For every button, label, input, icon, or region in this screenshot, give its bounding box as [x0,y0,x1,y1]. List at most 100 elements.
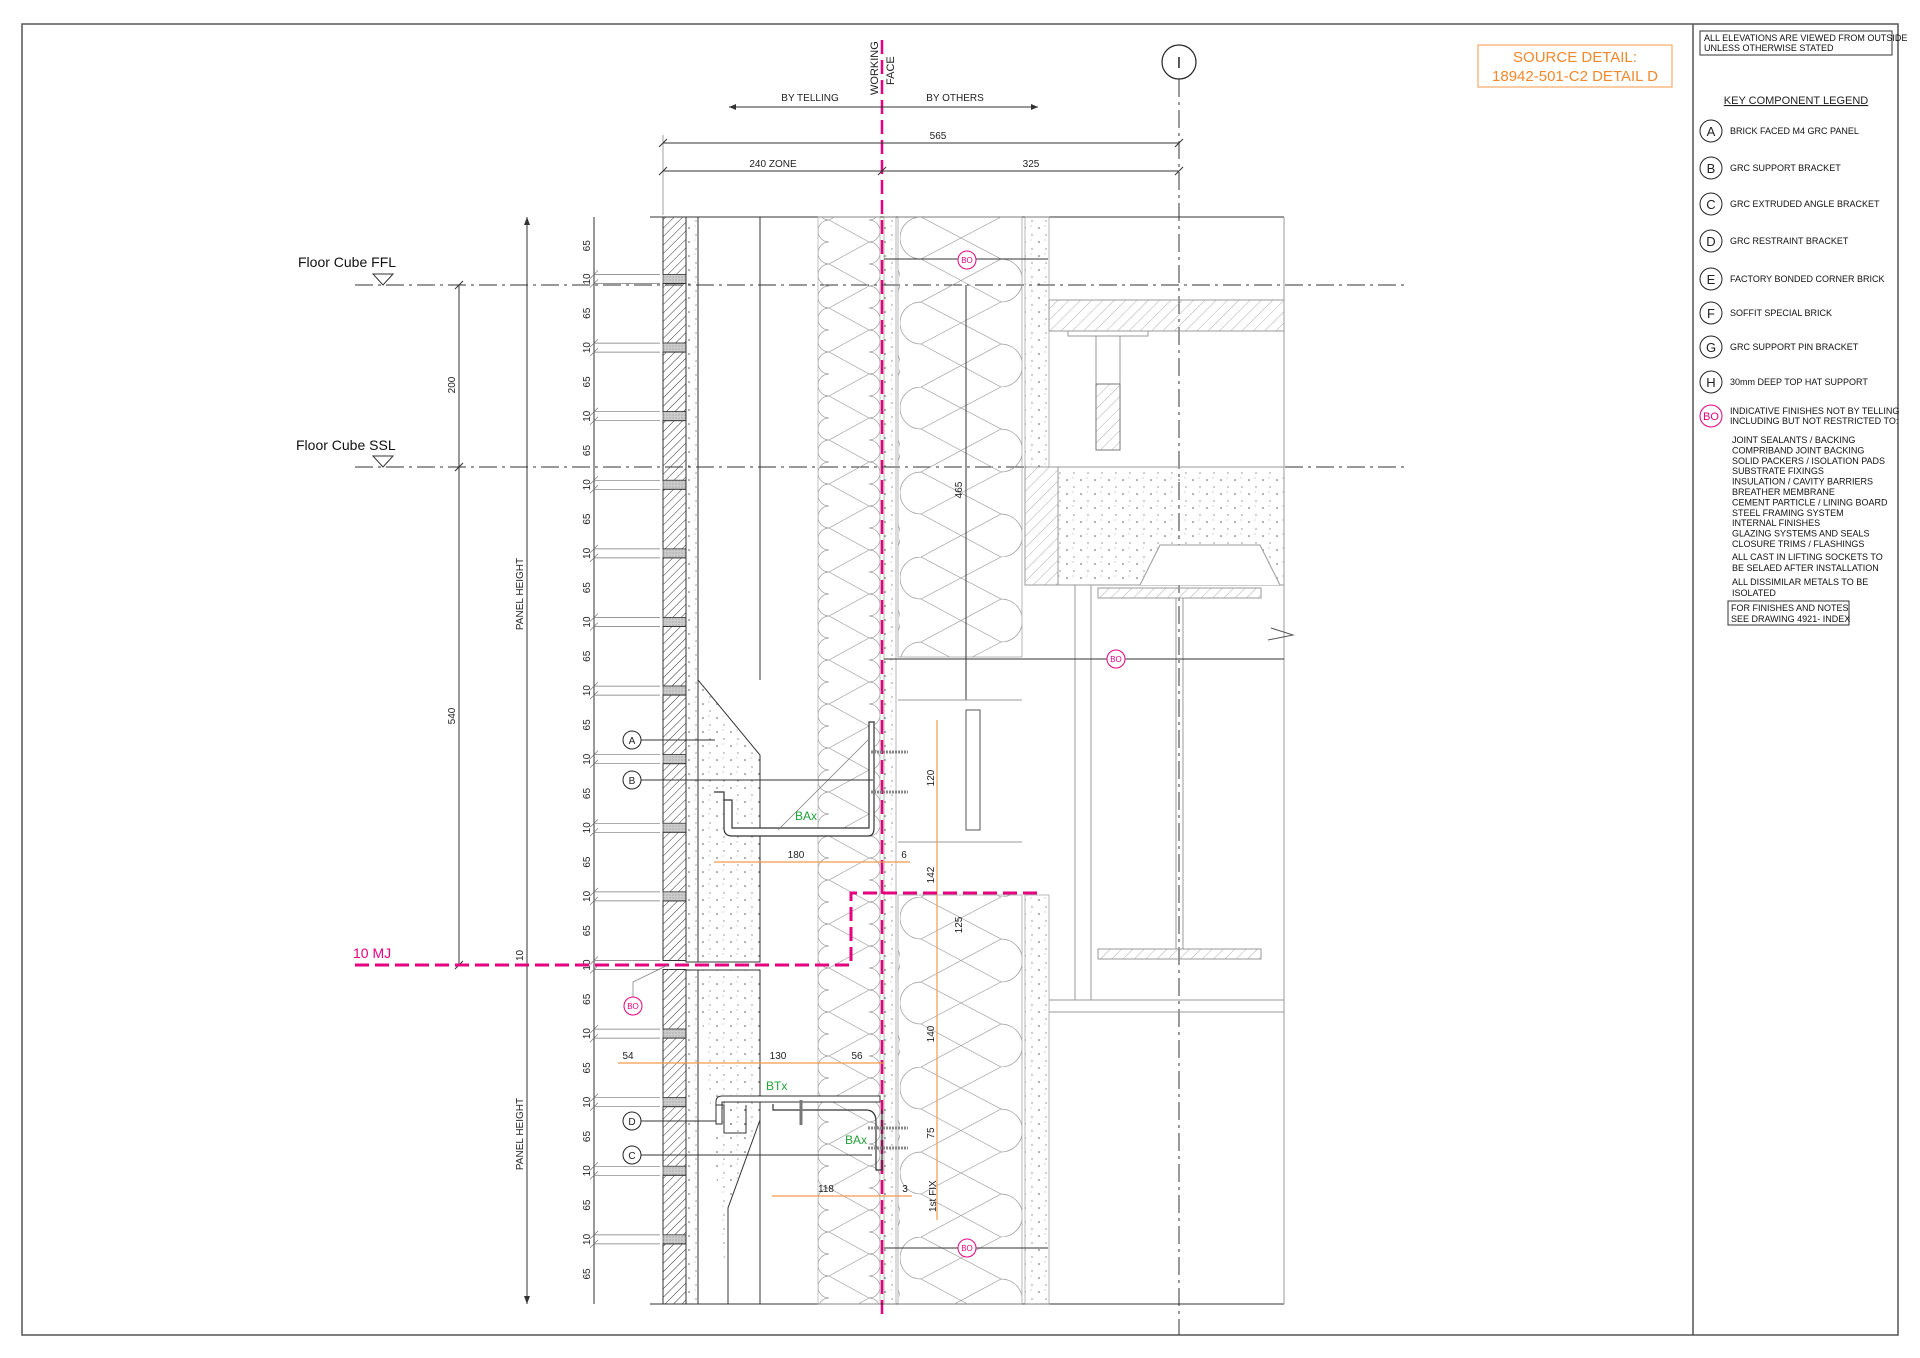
legend-label: GRC RESTRAINT BRACKET [1730,236,1849,246]
callout-b: B [622,770,873,790]
dim-120: 120 [926,769,937,786]
dim-130: 130 [770,1051,787,1062]
restraint-bracket-lower: BTx BAx [715,1079,908,1171]
course-extension-lines [589,1093,660,1111]
legend-label: 30mm DEEP TOP HAT SUPPORT [1730,377,1868,387]
brick [662,351,687,413]
finish-item: CLOSURE TRIMS / FLASHINGS [1732,539,1864,549]
course-dim-brick: 65 [582,582,593,594]
brick [662,488,687,550]
course-dim-brick: 65 [582,856,593,868]
working-face-line1: WORKING [869,41,881,95]
callout-bo-bottom: BO [884,1238,1048,1258]
course-dim-joint: 10 [582,342,593,354]
brick [662,1174,687,1236]
dim-540: 540 [447,707,458,724]
course-dim-joint: 10 [582,685,593,697]
level-ffl: Floor Cube FFL [298,254,1408,286]
course-dim-joint: 10 [582,547,593,559]
legend-label: GRC SUPPORT BRACKET [1730,163,1841,173]
course-extension-lines [589,338,660,357]
legend-bo-line2: INCLUDING BUT NOT RESTRICTED TO: [1730,416,1898,426]
brick [662,420,687,481]
by-telling-label: BY TELLING [781,93,839,104]
course-extension-lines [589,1162,660,1180]
legend-key: F [1707,306,1715,321]
course-extension-lines [589,819,660,837]
legend-panel: ALL ELEVATIONS ARE VIEWED FROM OUTSIDE U… [1699,30,1907,626]
source-detail-line1: SOURCE DETAIL: [1513,49,1637,66]
callout-c: C [622,1145,872,1165]
source-detail-line2: 18942-501-C2 DETAIL D [1492,68,1658,85]
mortar-joint [662,754,687,765]
course-extension-lines [589,407,660,425]
movement-joint-label: 10 MJ [353,945,391,961]
by-others-label: BY OTHERS [926,93,984,104]
brick [662,283,687,344]
brick [662,831,687,893]
course-dim-brick: 65 [582,650,593,662]
dim-1st-fix: 1st FIX [928,1180,939,1212]
legend-label: GRC EXTRUDED ANGLE BRACKET [1730,199,1880,209]
dim-6: 6 [901,850,907,861]
course-dim-brick: 65 [582,1131,593,1143]
legend-key: A [1707,124,1716,139]
course-dim-brick: 65 [582,993,593,1005]
legend-label: FACTORY BONDED CORNER BRICK [1730,274,1885,284]
insulation-inner: 465 [883,216,1050,1305]
grc-panel [650,216,1284,1305]
brick [662,694,687,756]
note-lifting-1: ALL CAST IN LIFTING SOCKETS TO [1732,552,1883,562]
course-extension-lines [589,544,660,563]
course-dim-brick: 65 [582,513,593,525]
course-dim-joint: 10 [582,273,593,285]
legend-item-b: B GRC SUPPORT BRACKET [1699,156,1841,180]
legend-key: H [1706,375,1715,390]
finish-item: BREATHER MEMBRANE [1732,487,1835,497]
course-extension-lines [589,887,660,906]
course-dim-brick: 65 [582,788,593,800]
mortar-joint [662,274,687,284]
legend-key: D [1706,234,1715,249]
callout-c-label: C [628,1151,635,1162]
floor-structure [898,217,1295,1304]
course-dim-joint: 10 [582,616,593,628]
note-metals-1: ALL DISSIMILAR METALS TO BE [1732,577,1868,587]
callout-d: D [622,1111,716,1131]
course-dim-brick: 65 [582,925,593,937]
course-extension-lines [589,476,660,494]
course-dim-joint: 10 [582,1165,593,1177]
bracket-tag-bax-upper: BAx [795,809,817,823]
callout-bo-label: BO [627,1002,639,1011]
working-face-line2: FACE [885,56,897,85]
dim-325: 325 [1023,159,1040,170]
ffl-label: Floor Cube FFL [298,254,396,270]
sheet-border [21,23,1899,1336]
dim-125: 125 [954,916,965,933]
course-extension-lines [589,1024,660,1043]
legend-key: B [1707,161,1716,176]
course-dim-joint: 10 [582,753,593,765]
course-extension-lines [589,750,660,768]
course-extension-lines [589,270,660,288]
course-dim-joint: 10 [582,1096,593,1108]
legend-label: SOFFIT SPECIAL BRICK [1730,308,1832,318]
finish-item: SOLID PACKERS / ISOLATION PADS [1732,456,1885,466]
course-dim-brick: 65 [582,445,593,457]
mortar-joint [662,548,687,559]
dim-3: 3 [902,1184,908,1195]
callout-bo-soffit: BO [884,649,1284,669]
dim-180: 180 [788,850,805,861]
brick [662,216,687,275]
course-dim-joint: 10 [582,479,593,491]
callout-bo-joint: BO [623,964,669,1016]
dim-465: 465 [954,481,965,498]
brick [662,1243,687,1305]
grid-label: I [1177,55,1181,72]
brick [662,763,687,824]
finish-item: GLAZING SYSTEMS AND SEALS [1732,529,1870,539]
course-dim-joint: 10 [582,822,593,834]
callout-bo-top: BO [884,250,1048,270]
